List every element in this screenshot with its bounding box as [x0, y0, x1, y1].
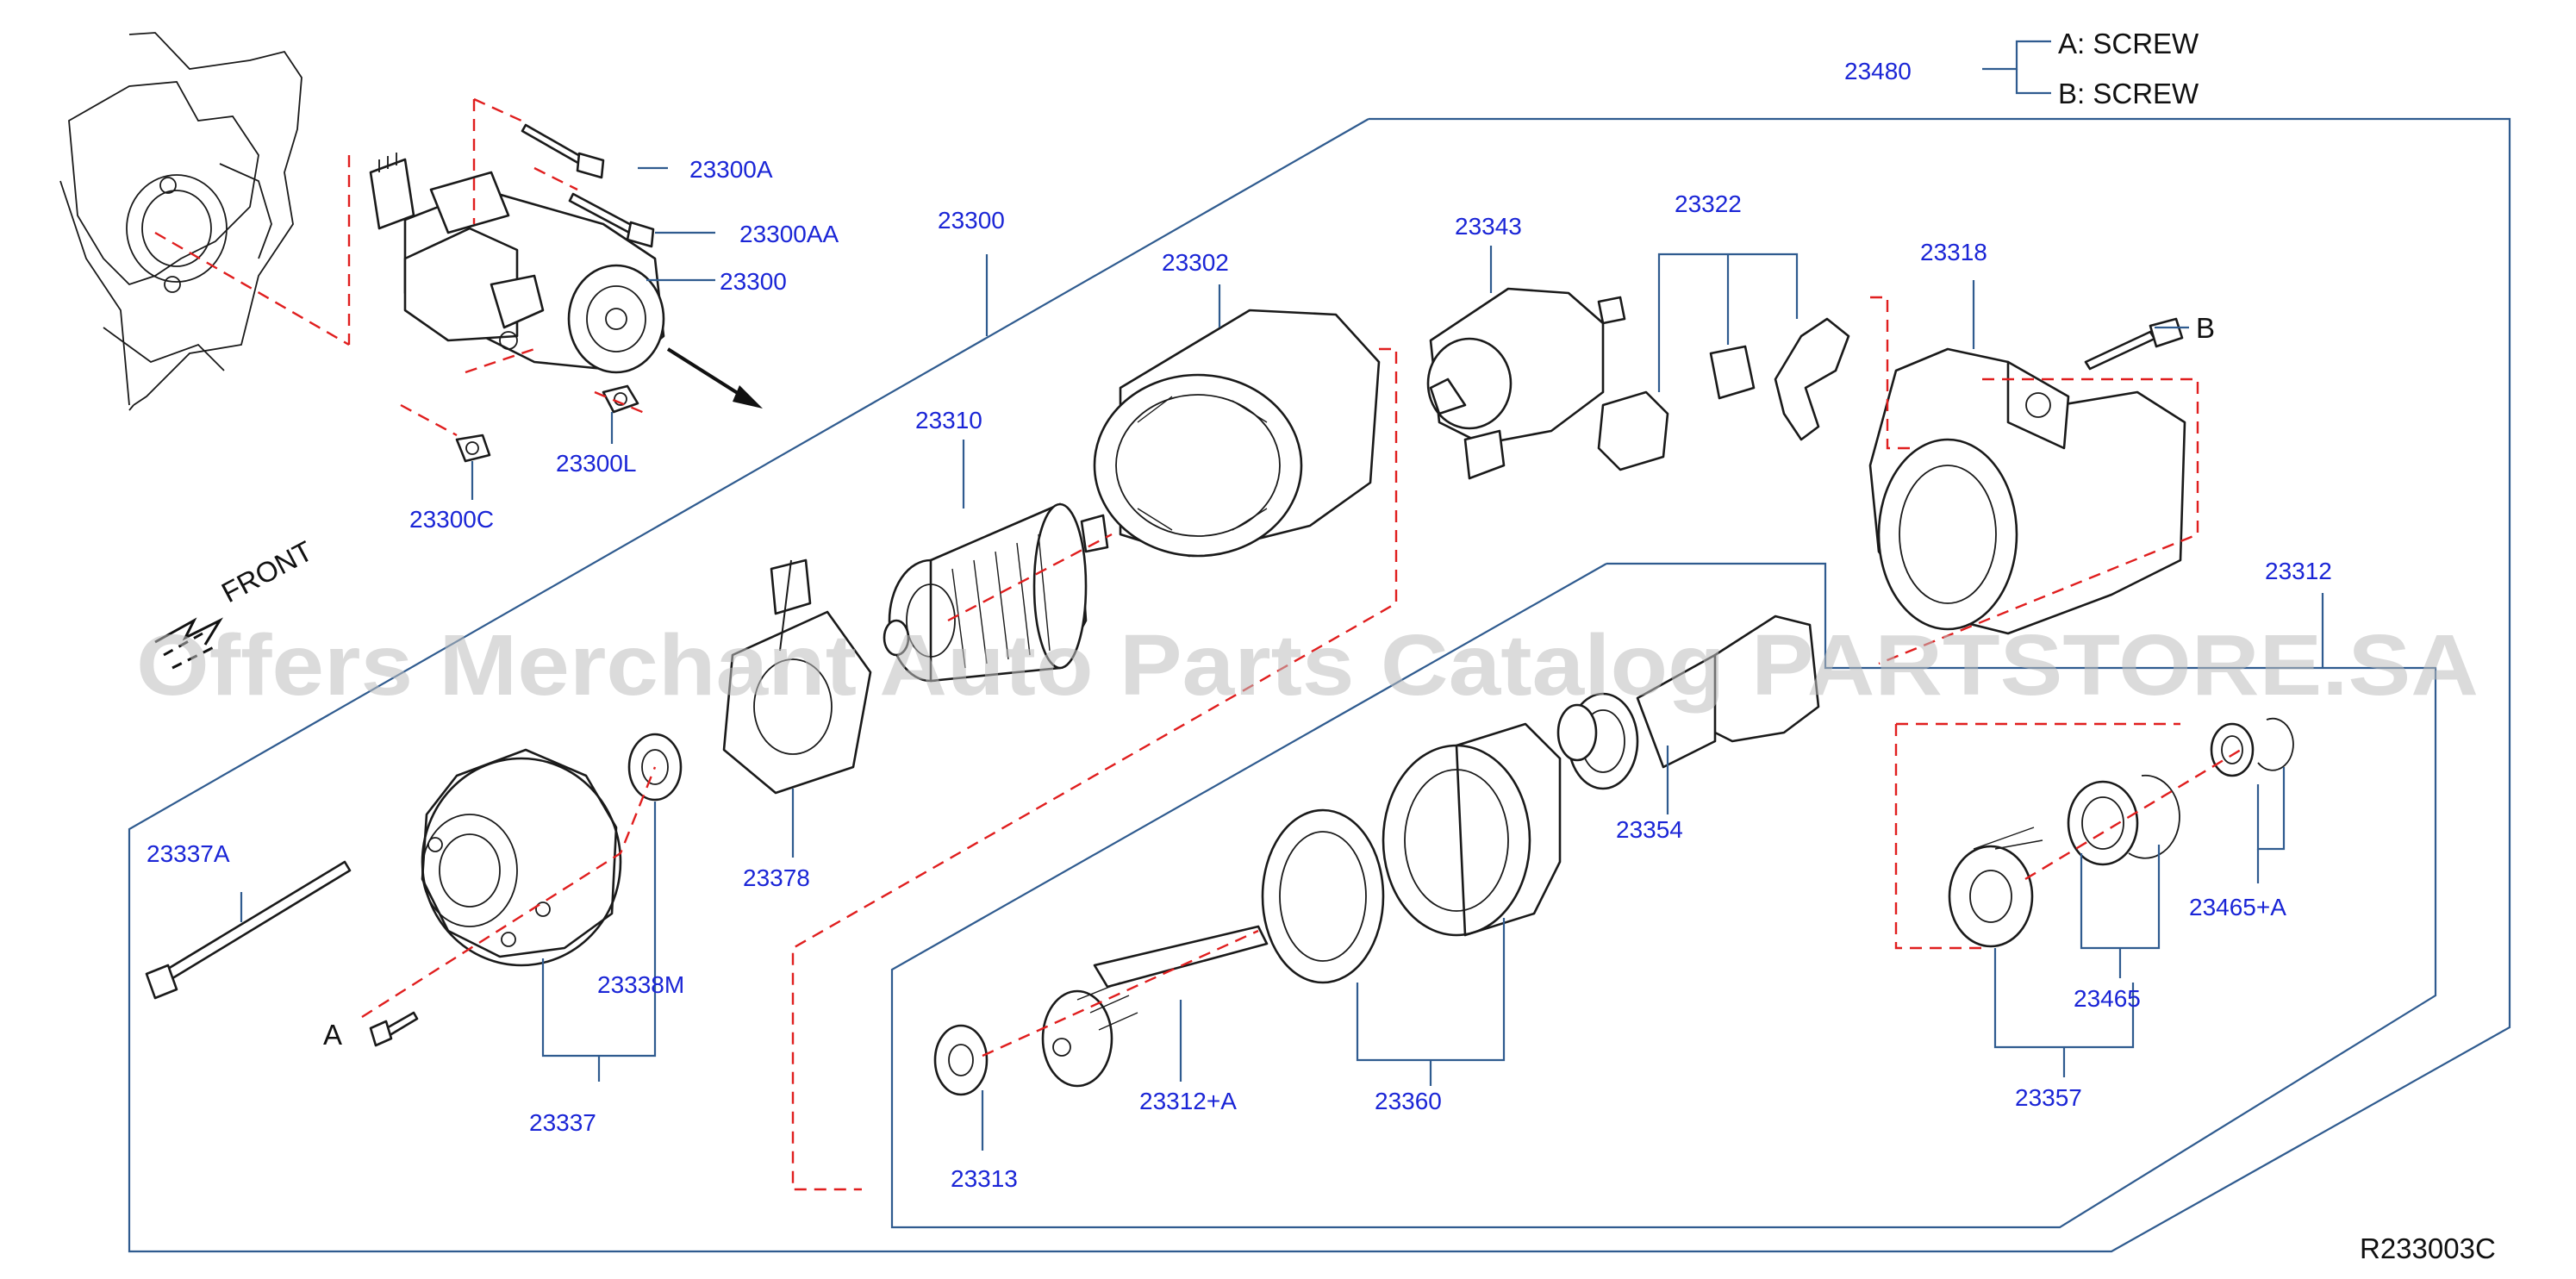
label-23360: 23360 [1375, 1088, 1442, 1114]
clutch-23360 [1261, 722, 1562, 984]
label-screw-b: B: SCREW [2058, 78, 2199, 109]
label-23312: 23312 [2265, 558, 2332, 584]
callout-leaders [240, 40, 2324, 1151]
label-23300C: 23300C [409, 506, 494, 533]
rear-cover-23337 [421, 748, 622, 967]
label-23300-assembly: 23300 [938, 207, 1005, 234]
screw-a [369, 1011, 419, 1047]
label-23313: 23313 [951, 1165, 1018, 1192]
ring-23465A [2210, 717, 2294, 777]
assembly-frame-23300 [128, 117, 2511, 1253]
label-23480: 23480 [1844, 58, 1912, 84]
label-23300L: 23300L [556, 450, 636, 477]
bolt-23300AA [568, 192, 655, 248]
label-23302: 23302 [1162, 249, 1229, 276]
label-23318: 23318 [1920, 239, 1987, 265]
part-labels: 23480 A: SCREW B: SCREW 23300A 23300AA 2… [147, 28, 2496, 1264]
label-screw-a: A: SCREW [2058, 28, 2199, 59]
ring-23465 [2067, 774, 2180, 866]
label-23465: 23465 [2074, 985, 2141, 1012]
armature-23310 [883, 502, 1109, 683]
engine-block-illustration [59, 32, 303, 411]
direction-arrow [666, 347, 763, 409]
shaft-23312 [1556, 615, 1820, 790]
label-23337A: 23337A [147, 840, 230, 867]
brush-holder-23322 [1597, 317, 1850, 471]
through-bolt-23337A [145, 860, 352, 1000]
bolt-23300A [521, 123, 605, 179]
pinion-shaft-23312A [1041, 925, 1269, 1088]
label-23343: 23343 [1455, 213, 1522, 240]
label-23300AA: 23300AA [739, 221, 839, 247]
label-23312A: 23312+A [1139, 1088, 1237, 1114]
label-23338M: 23338M [597, 971, 684, 998]
drawing-reference: R233003C [2360, 1232, 2496, 1264]
nut-23300C [455, 434, 491, 463]
front-label: FRONT [216, 534, 318, 608]
yoke-23302 [1093, 309, 1381, 558]
starter-motor-installed [369, 153, 665, 374]
label-23354: 23354 [1616, 816, 1683, 843]
label-a-marker: A [323, 1019, 342, 1051]
assembly-frame-23312 [890, 562, 2437, 1229]
label-23357: 23357 [2015, 1084, 2082, 1111]
label-23378: 23378 [743, 864, 810, 891]
pinion-23357 [1948, 827, 2043, 948]
watermark: Offers Merchant Auto Parts Catalog PARTS… [136, 617, 2479, 714]
solenoid-23343 [1426, 287, 1626, 480]
pinion-gear-23313 [933, 1024, 989, 1096]
label-23300A: 23300A [689, 156, 773, 183]
housing-23318 [1868, 347, 2186, 635]
screw-b [2084, 317, 2184, 371]
label-23300: 23300 [720, 268, 787, 295]
label-23465A: 23465+A [2189, 894, 2286, 920]
nut-23300L [602, 384, 639, 414]
label-b-marker: B [2196, 312, 2215, 344]
label-23322: 23322 [1675, 190, 1742, 217]
label-23310: 23310 [915, 407, 982, 434]
install-guide-lines-main [361, 296, 2242, 1191]
brush-plate-23378 [722, 558, 872, 795]
install-guide-lines-top [154, 97, 647, 437]
label-23337: 23337 [529, 1109, 596, 1136]
